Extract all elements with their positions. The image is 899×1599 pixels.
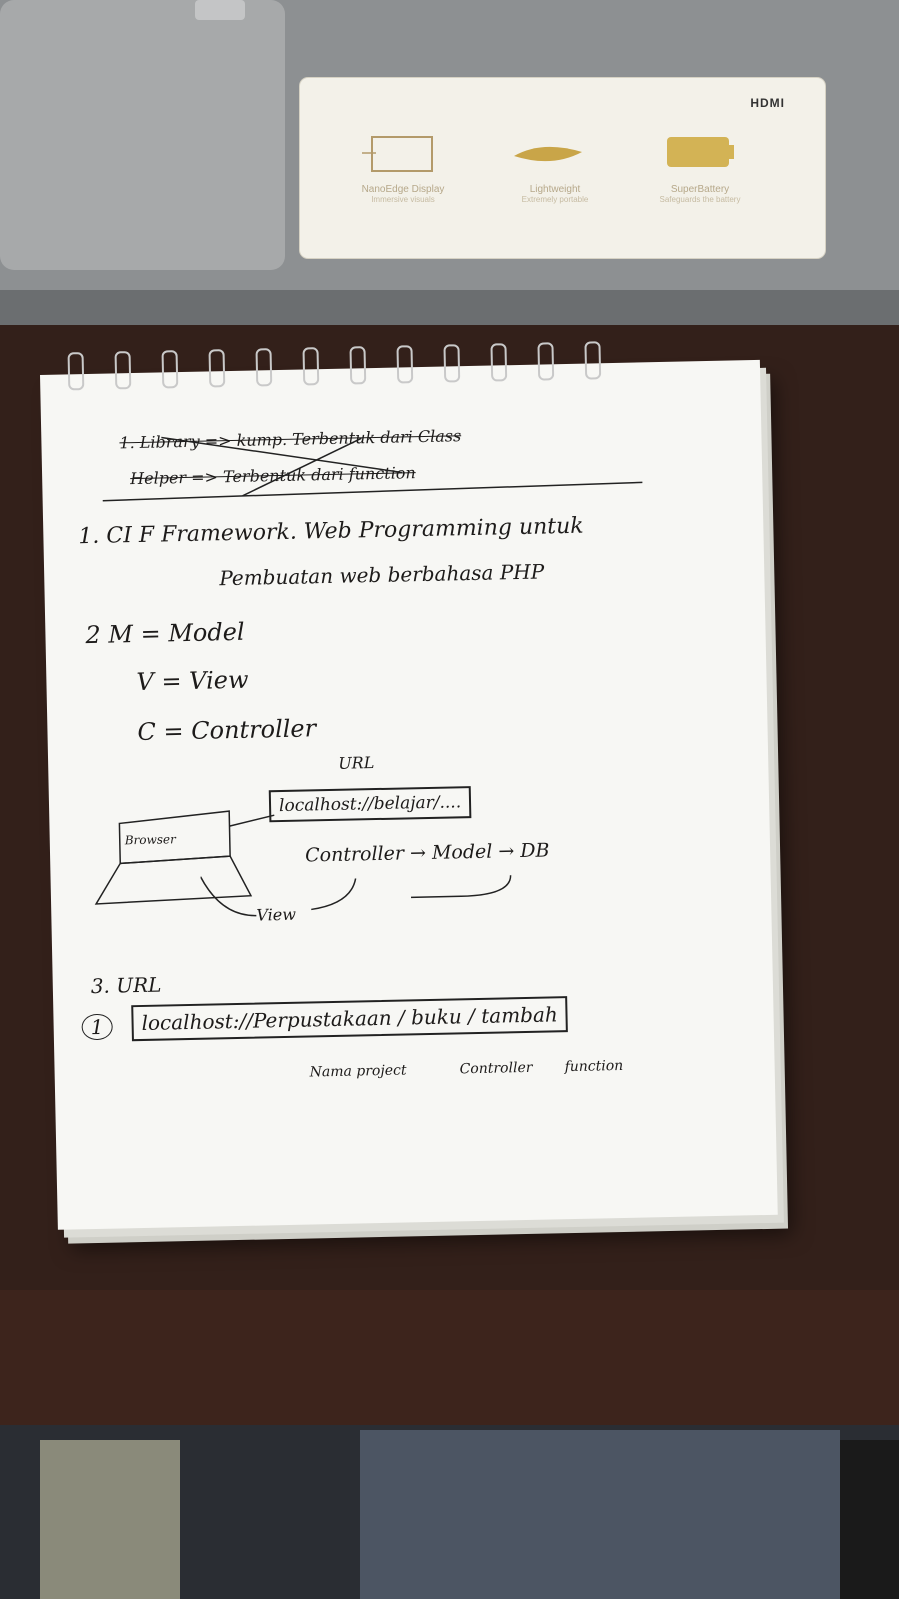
laptop-edge <box>0 290 899 325</box>
spiral-ring <box>208 349 226 388</box>
note-annotation-project: Nama project <box>309 1062 407 1081</box>
spiral-ring <box>537 342 555 381</box>
note-item3-label: 3. URL <box>90 972 162 999</box>
spiral-ring <box>255 348 273 387</box>
hdmi-logo: HDMI <box>750 96 785 110</box>
shadow-area <box>840 1440 899 1599</box>
diagram-arrows <box>200 875 512 917</box>
diagram-flow: Controller → Model → DB <box>304 839 550 867</box>
desk-edge <box>0 1290 899 1430</box>
feature-label: Lightweight <box>529 184 581 195</box>
spiral-ring <box>302 347 320 386</box>
feature-label: SuperBattery <box>670 184 730 195</box>
spiral-ring <box>490 343 508 382</box>
spiral-ring <box>67 352 85 391</box>
feather-icon <box>514 146 582 162</box>
spiral-ring <box>114 351 132 390</box>
feature-sub: Immersive visuals <box>371 195 435 204</box>
feature-sub: Extremely portable <box>521 195 589 204</box>
spiral-ring <box>443 344 461 383</box>
diagram-url-box: localhost://belajar/.... <box>268 786 472 823</box>
note-item1-line2: Pembuatan web berbahasa PHP <box>219 559 545 591</box>
feature-sub: Safeguards the battery <box>659 195 741 204</box>
display-icon <box>362 136 433 172</box>
laptop-sticker: HDMI NanoEdge Display Immersive visuals … <box>300 78 825 258</box>
jeans-leg <box>360 1430 840 1599</box>
feature-label: NanoEdge Display <box>361 184 445 195</box>
cross-lines <box>102 436 643 502</box>
note-item3-number: 1 <box>81 1013 113 1041</box>
battery-icon <box>667 137 734 167</box>
spiral-ring <box>584 341 602 380</box>
notepad-page: 1. Library => kump. Terbentuk dari Class… <box>40 341 778 1230</box>
diagram-browser-label: Browser <box>124 832 176 848</box>
note-annotation-function: function <box>564 1057 624 1076</box>
note-item2-c: C = Controller <box>137 714 317 747</box>
diagram-url-label: URL <box>337 753 375 773</box>
spiral-ring <box>396 345 414 384</box>
chair-part <box>40 1440 180 1599</box>
laptop-sketch <box>94 810 275 905</box>
note-item1-line1: 1. CI F Framework. Web Programming untuk <box>78 513 584 550</box>
laptop-button <box>195 0 245 20</box>
note-item3-url-box: localhost://Perpustakaan / buku / tambah <box>131 996 569 1042</box>
spiral-ring <box>349 346 367 385</box>
note-item2-v: V = View <box>136 665 249 697</box>
note-item2-m: 2 M = Model <box>85 617 245 650</box>
laptop-touchpad <box>0 0 285 270</box>
note-annotation-controller: Controller <box>459 1059 533 1078</box>
spiral-ring <box>161 350 179 389</box>
